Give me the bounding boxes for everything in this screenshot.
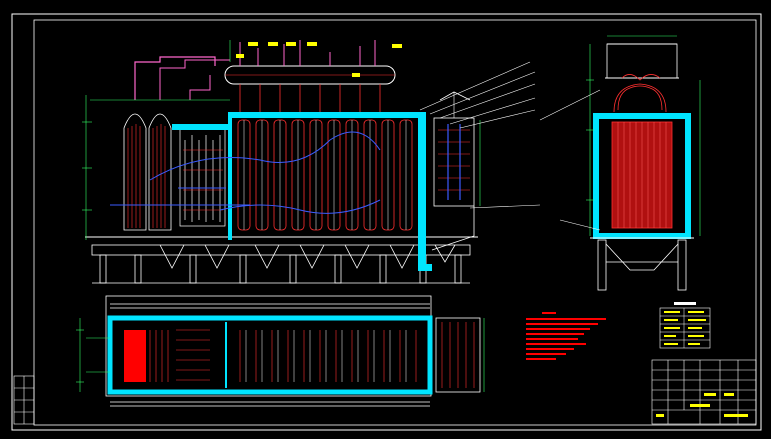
side-casing: [593, 113, 691, 239]
outer-frame: [11, 13, 762, 431]
superheater-piping: [134, 56, 216, 100]
plan-headers: [110, 303, 430, 407]
plan-superheater-block: [124, 330, 146, 382]
title-block: [651, 359, 757, 425]
side-supports: [597, 239, 687, 291]
side-risers: [613, 74, 667, 113]
callout-tags: [236, 42, 402, 77]
plan-casing: [107, 315, 433, 395]
elevation-dimensions: [82, 40, 481, 240]
flue-duct: [431, 206, 475, 251]
furnace-casing: [172, 112, 432, 271]
title-block-fill: [656, 393, 748, 417]
leader-lines: [419, 61, 541, 209]
foundation-slab: [91, 244, 471, 256]
left-revision-table: [13, 375, 35, 425]
ash-hoppers: [159, 244, 456, 269]
front-elevation-view: [82, 40, 541, 284]
plan-outer-frame: [105, 295, 432, 397]
inner-frame: [33, 19, 757, 426]
side-elevation-view: [539, 35, 701, 291]
technical-notes-block: [526, 312, 606, 360]
air-heater: [433, 91, 475, 207]
drum-risers: [239, 84, 381, 112]
plan-tube-rows: [149, 329, 417, 382]
drum-cover-box: [606, 43, 678, 79]
flue-gas-flow: [110, 131, 381, 214]
plan-dimensions: [76, 318, 485, 392]
support-columns: [92, 254, 470, 284]
side-dimensions: [586, 35, 701, 236]
plan-air-heater: [435, 317, 481, 393]
parameter-table: [659, 302, 711, 349]
economiser-coils: [179, 127, 226, 227]
plan-view: [76, 295, 485, 407]
